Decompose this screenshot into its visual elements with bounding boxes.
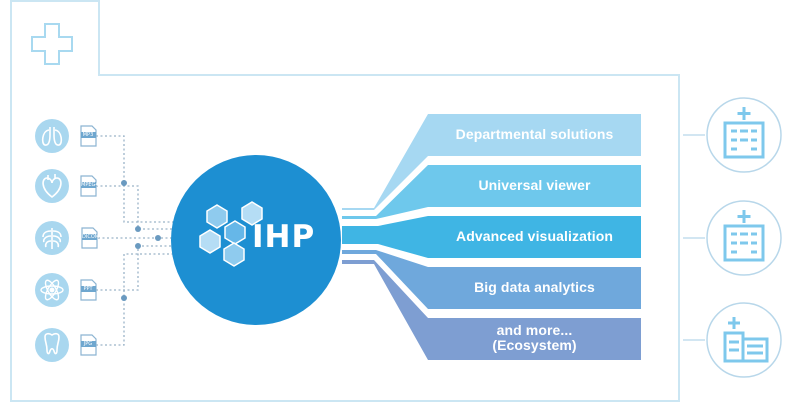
solution-label-advanced-visualization: Advanced visualization (455, 228, 614, 244)
input-ribcage (35, 221, 69, 255)
input-tooth (35, 328, 69, 362)
solution-sublabel-ecosystem: (Ecosystem) (492, 337, 577, 353)
solution-bar-ecosystem (428, 318, 641, 360)
ribcage-icon (42, 228, 62, 249)
file-docs (80, 125, 98, 356)
fan-connectors (342, 114, 428, 360)
file-type-tag: MP3 (82, 132, 94, 138)
hospital-icon (723, 107, 765, 159)
ihp-logo-text: IHP (252, 219, 316, 255)
solution-bar-universal-viewer (428, 165, 641, 207)
solution-label-departmental: Departmental solutions (455, 126, 614, 142)
clinic-icon (723, 317, 769, 363)
file-type-tag: PPT (83, 286, 93, 292)
lungs-icon (41, 127, 63, 146)
file-type-tag: DICOM (82, 234, 100, 240)
solution-bar-big-data (428, 267, 641, 309)
input-lungs (35, 119, 69, 153)
input-atom (35, 273, 69, 307)
connector-dots (121, 180, 161, 301)
output-hospital-2 (706, 200, 782, 276)
solution-label-universal-viewer: Universal viewer (478, 177, 591, 193)
tooth-icon (44, 332, 60, 355)
file-type-tag: JPG (83, 341, 93, 347)
heart-icon (42, 174, 62, 199)
output-clinic (706, 302, 782, 378)
solution-bar-departmental (428, 114, 641, 156)
atom-icon (40, 279, 64, 301)
file-type-tag: MPEG4 (81, 182, 99, 188)
file-doc-bands (81, 132, 97, 347)
ihp-hub (171, 155, 341, 325)
output-hospital-1 (706, 97, 782, 173)
input-heart (35, 169, 69, 203)
solution-label-ecosystem: and more... (496, 322, 573, 338)
solution-label-big-data: Big data analytics (474, 279, 595, 295)
output-connectors (683, 134, 705, 341)
solution-bar-advanced-visualization (428, 216, 641, 258)
medical-cross-icon (31, 23, 73, 65)
frame-outline (10, 0, 680, 402)
hospital-icon (723, 210, 765, 262)
hexagon-logo-icon (199, 201, 263, 267)
solution-bars (428, 114, 641, 360)
